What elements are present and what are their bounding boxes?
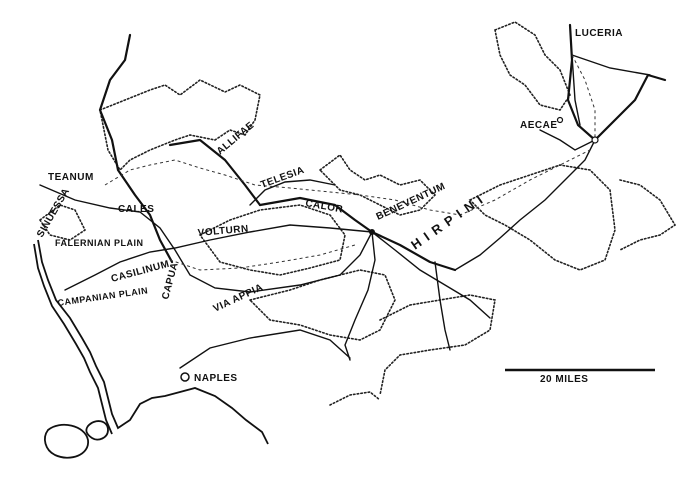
hill-range-south [248,269,396,341]
river-volturnus [98,33,174,264]
hill-range-east [468,164,616,271]
bay-island [44,423,89,459]
town-aecae-marker [556,116,564,124]
place-labels: LUCERIA AECAE ALLIFAE TELESIA TEANUM CAL… [35,28,623,384]
river-beneventum-east [370,230,457,272]
town-naples-marker [180,372,190,382]
label-cales: CALES [118,204,154,215]
small-island [85,420,109,441]
label-volturn: VOLTURN [197,224,249,239]
road-capua-naples [179,329,351,369]
route-south [169,244,356,271]
scale-bar: 20 MILES [505,368,655,385]
road-east-coast [454,139,596,271]
coast-outer [37,239,269,445]
road-capua-west [64,224,373,291]
hill-range-central [198,204,346,276]
road-latina [39,184,373,293]
town-east-marker [591,136,599,144]
label-aecae: AECAE [520,120,558,131]
scale-label: 20 MILES [540,374,588,385]
coastline [33,239,269,459]
hill-ranges [38,21,677,406]
river-calor [258,196,374,234]
label-teanum: TEANUM [48,172,94,183]
hill-range-north [99,79,261,172]
hill-range-southeast [379,294,496,396]
label-campanian: CAMPANIAN PLAIN [57,285,149,308]
road-south [434,261,451,351]
hill-range-northeast [494,21,571,111]
road-luceria-aecae [571,54,581,126]
road-aecae [539,129,596,151]
rivers [98,23,667,272]
road-via-appia-east [371,231,491,319]
hill-range-coast [329,391,381,406]
label-falernian: FALERNIAN PLAIN [55,238,144,248]
route-luceria [571,54,596,140]
route-north [104,149,591,216]
label-naples: NAPLES [194,373,238,384]
hill-range-far-east [619,179,677,251]
road-luceria-east [571,54,651,76]
river-east-branch [593,73,667,142]
hill-range-matese [318,153,437,216]
label-allifae: ALLIFAE [215,120,257,157]
town-beneventum-marker [369,229,375,235]
hill-range-west [38,204,87,241]
river-volturnus-upper [168,138,262,207]
towns [180,116,599,382]
march-routes [104,54,596,271]
roads [39,54,651,369]
label-luceria: LUCERIA [575,28,623,39]
label-beneventum: BENEVENTUM [375,181,448,223]
road-beneventum-south [344,231,376,361]
road-telesia [249,179,336,206]
coast-inner [33,243,113,435]
label-sinuessa: SINUESSA [35,186,72,239]
river-luceria [566,23,597,142]
